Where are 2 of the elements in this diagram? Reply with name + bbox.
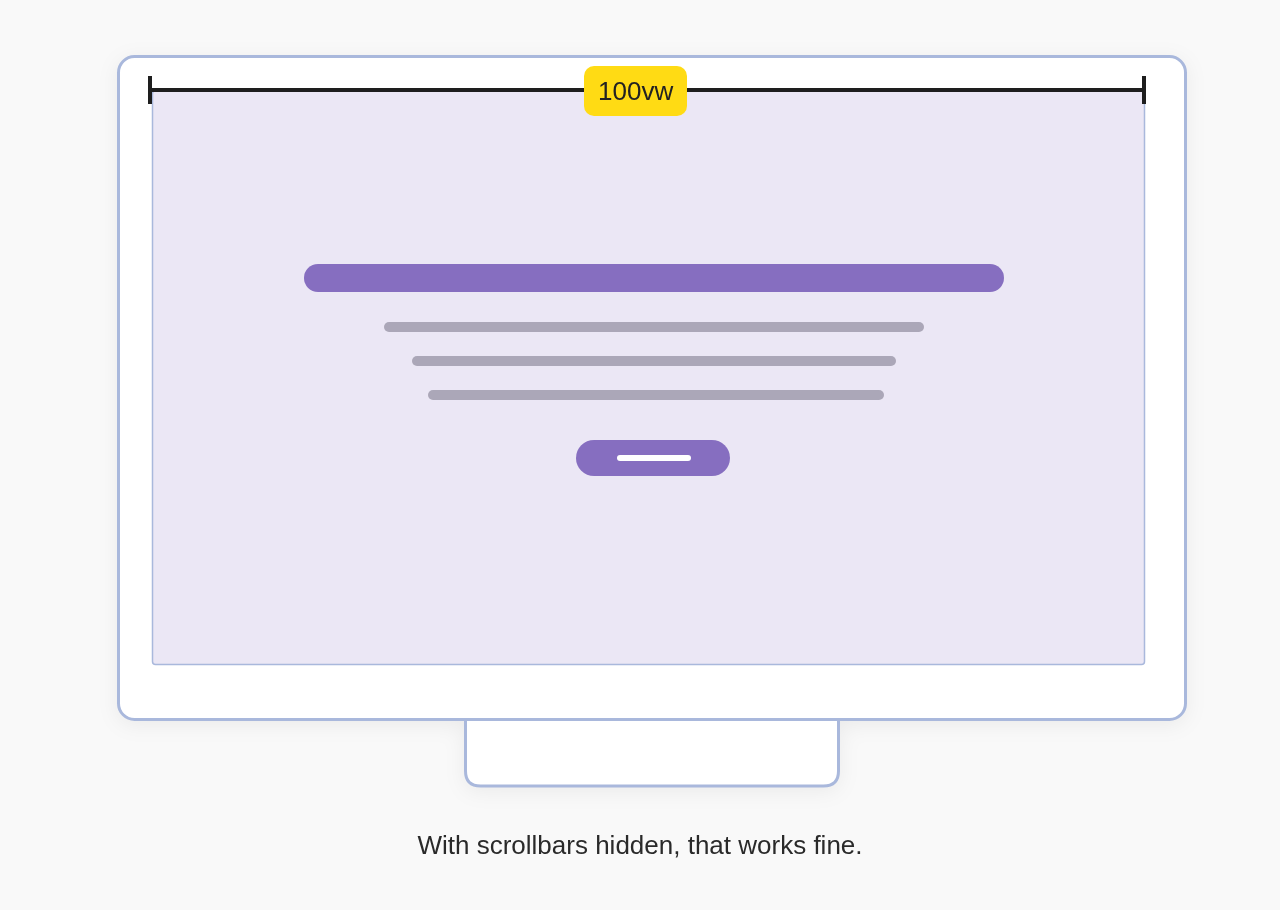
caption: With scrollbars hidden, that works fine. [417, 830, 863, 861]
dimension-label: 100vw [584, 66, 688, 116]
